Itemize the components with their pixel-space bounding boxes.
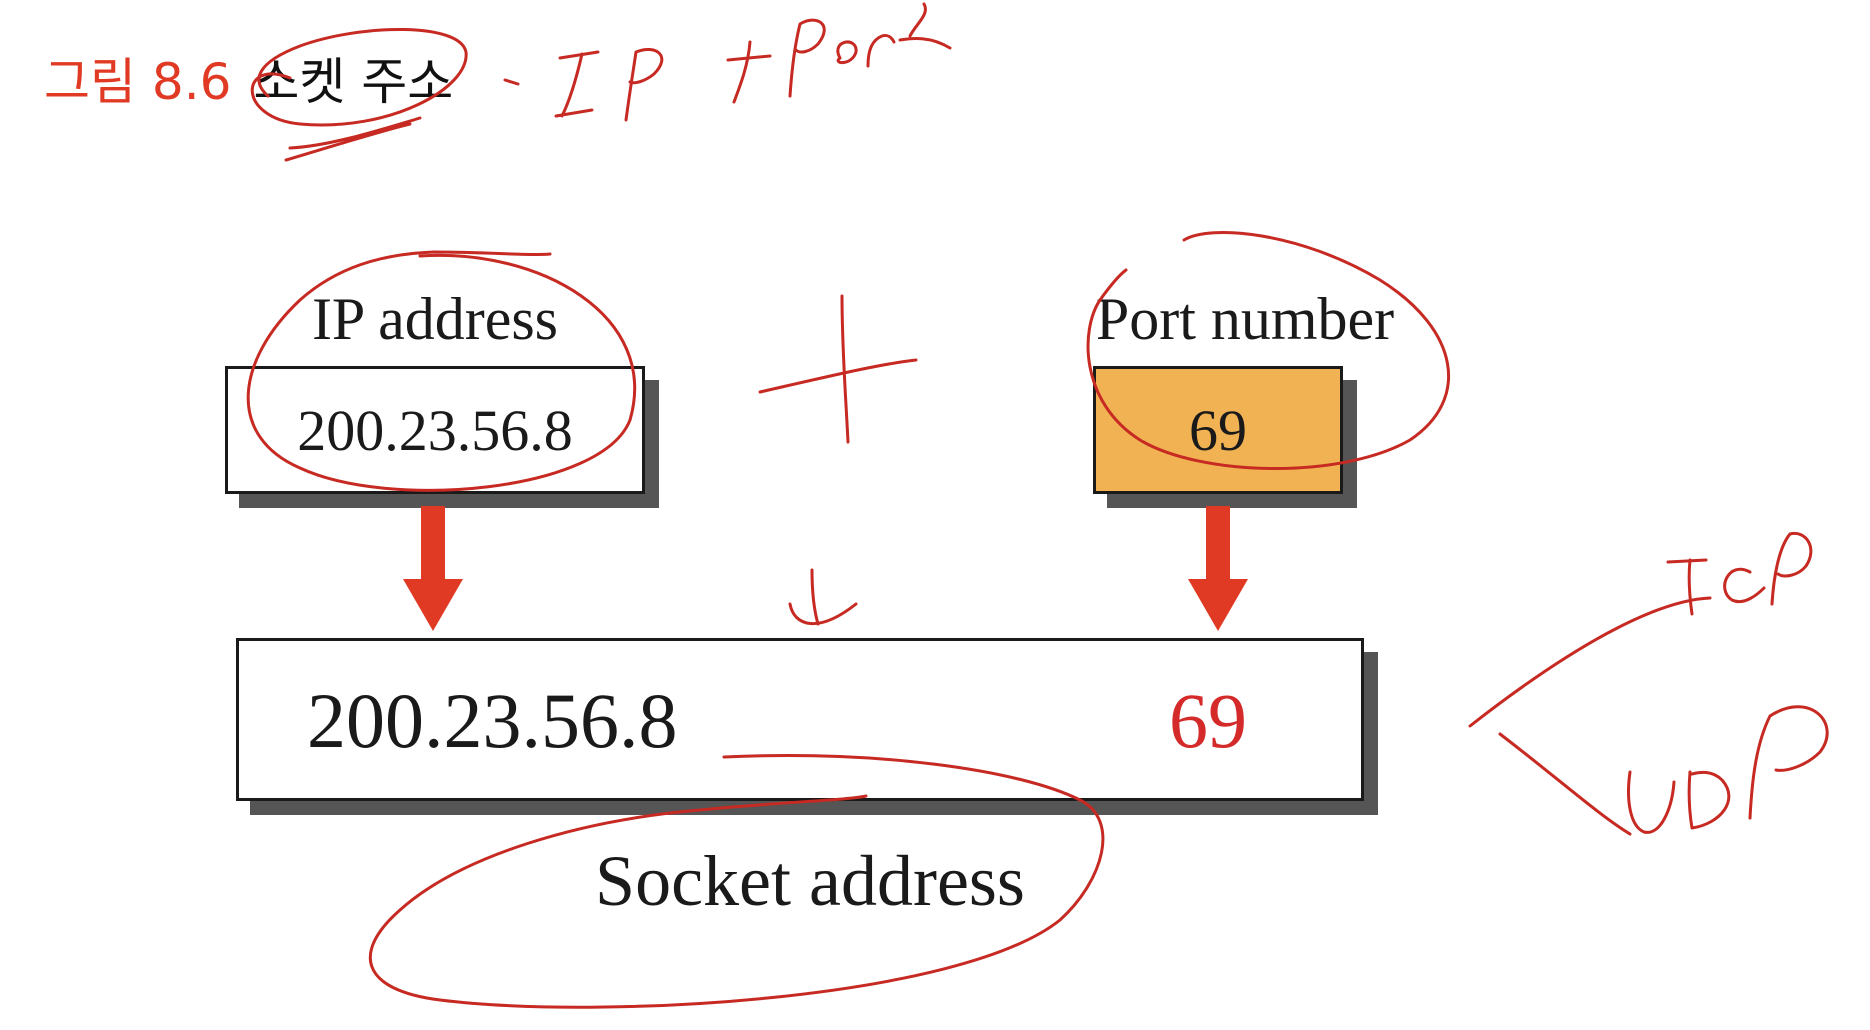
port-number-label: Port number bbox=[1095, 286, 1395, 352]
figure-name: 소켓 주소 bbox=[253, 53, 454, 111]
handwritten-ip-stroke bbox=[554, 47, 664, 122]
tcp-udp-branch-stroke bbox=[1468, 596, 1712, 836]
ip-address-box: 200.23.56.8 bbox=[225, 366, 645, 494]
figure-title: 그림 8.6 소켓 주소 bbox=[44, 50, 453, 114]
center-plus-stroke bbox=[758, 294, 918, 444]
handwritten-tcp-stroke bbox=[1666, 531, 1813, 616]
ip-down-arrow bbox=[403, 506, 463, 631]
equals-stroke bbox=[503, 78, 520, 86]
handwritten-plus-stroke bbox=[726, 40, 772, 104]
socket-port-value: 69 bbox=[1169, 677, 1247, 764]
port-number-value: 69 bbox=[1189, 397, 1247, 463]
socket-address-label: Socket address bbox=[595, 841, 1025, 921]
port-down-arrow bbox=[1188, 506, 1248, 631]
handwritten-port-stroke bbox=[788, 2, 952, 98]
socket-address-box: 200.23.56.8 69 bbox=[236, 638, 1364, 801]
handwritten-udp-stroke bbox=[1627, 705, 1829, 834]
ip-address-value: 200.23.56.8 bbox=[297, 397, 573, 463]
ip-address-label: IP address bbox=[311, 286, 559, 352]
down-arrow-stroke bbox=[788, 568, 858, 626]
socket-ip-value: 200.23.56.8 bbox=[307, 677, 678, 764]
port-number-box: 69 bbox=[1093, 366, 1343, 494]
figure-number: 그림 8.6 bbox=[44, 53, 232, 111]
